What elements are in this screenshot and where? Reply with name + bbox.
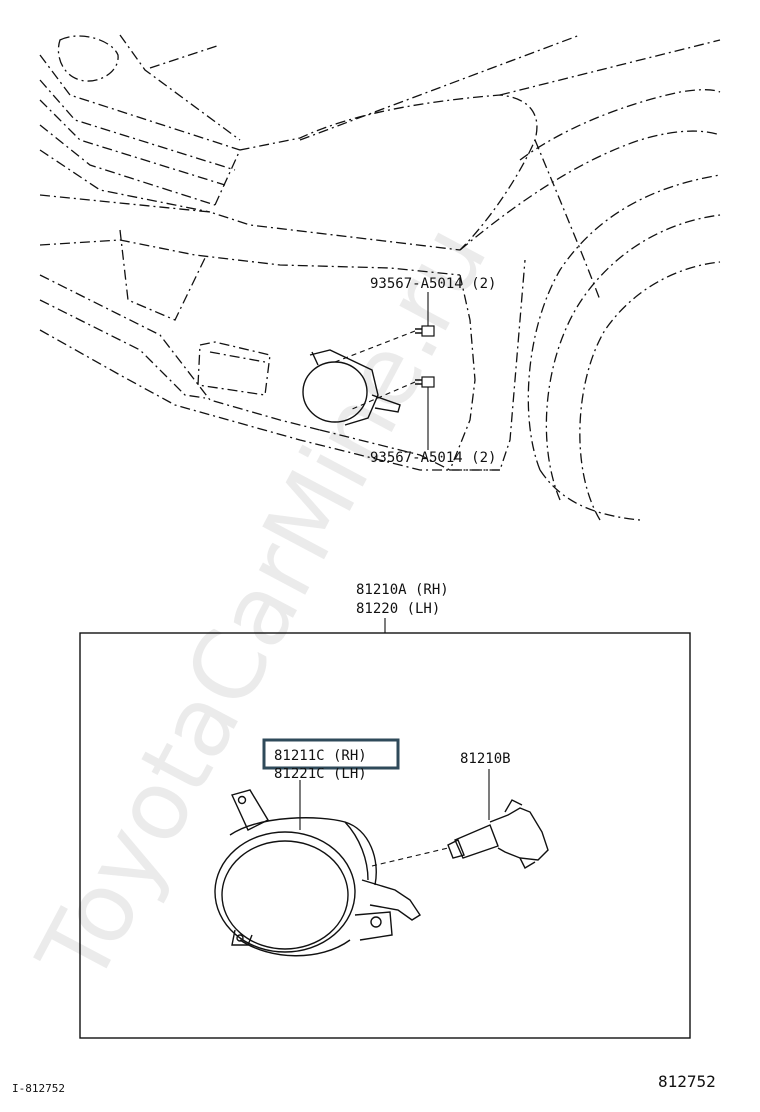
assembly-frame xyxy=(79,632,691,1039)
callout-unit-lh: 81221C (LH) xyxy=(274,766,367,782)
fog-lamp-unit xyxy=(214,789,421,957)
highlight-frame xyxy=(262,738,400,770)
bulb-icon xyxy=(447,799,549,869)
bulb-axis xyxy=(371,847,449,867)
fog-lamp-installed-view xyxy=(302,349,401,426)
illustration-ref: I-812752 xyxy=(12,1082,65,1095)
callout-unit-rh[interactable]: 81211C (RH) xyxy=(274,748,367,764)
callout-bolt-lower: 93567-A5014 (2) xyxy=(370,450,496,466)
callout-assembly-rh: 81210A (RH) xyxy=(356,582,449,598)
callout-bulb: 81210B xyxy=(460,751,511,767)
car-front-outline xyxy=(39,34,721,521)
callout-assembly-lh: 81220 (LH) xyxy=(356,601,440,617)
callout-bolt-upper: 93567-A5014 (2) xyxy=(370,276,496,292)
bolt-lower-axis xyxy=(349,381,416,411)
figure-number: 812752 xyxy=(658,1072,716,1091)
